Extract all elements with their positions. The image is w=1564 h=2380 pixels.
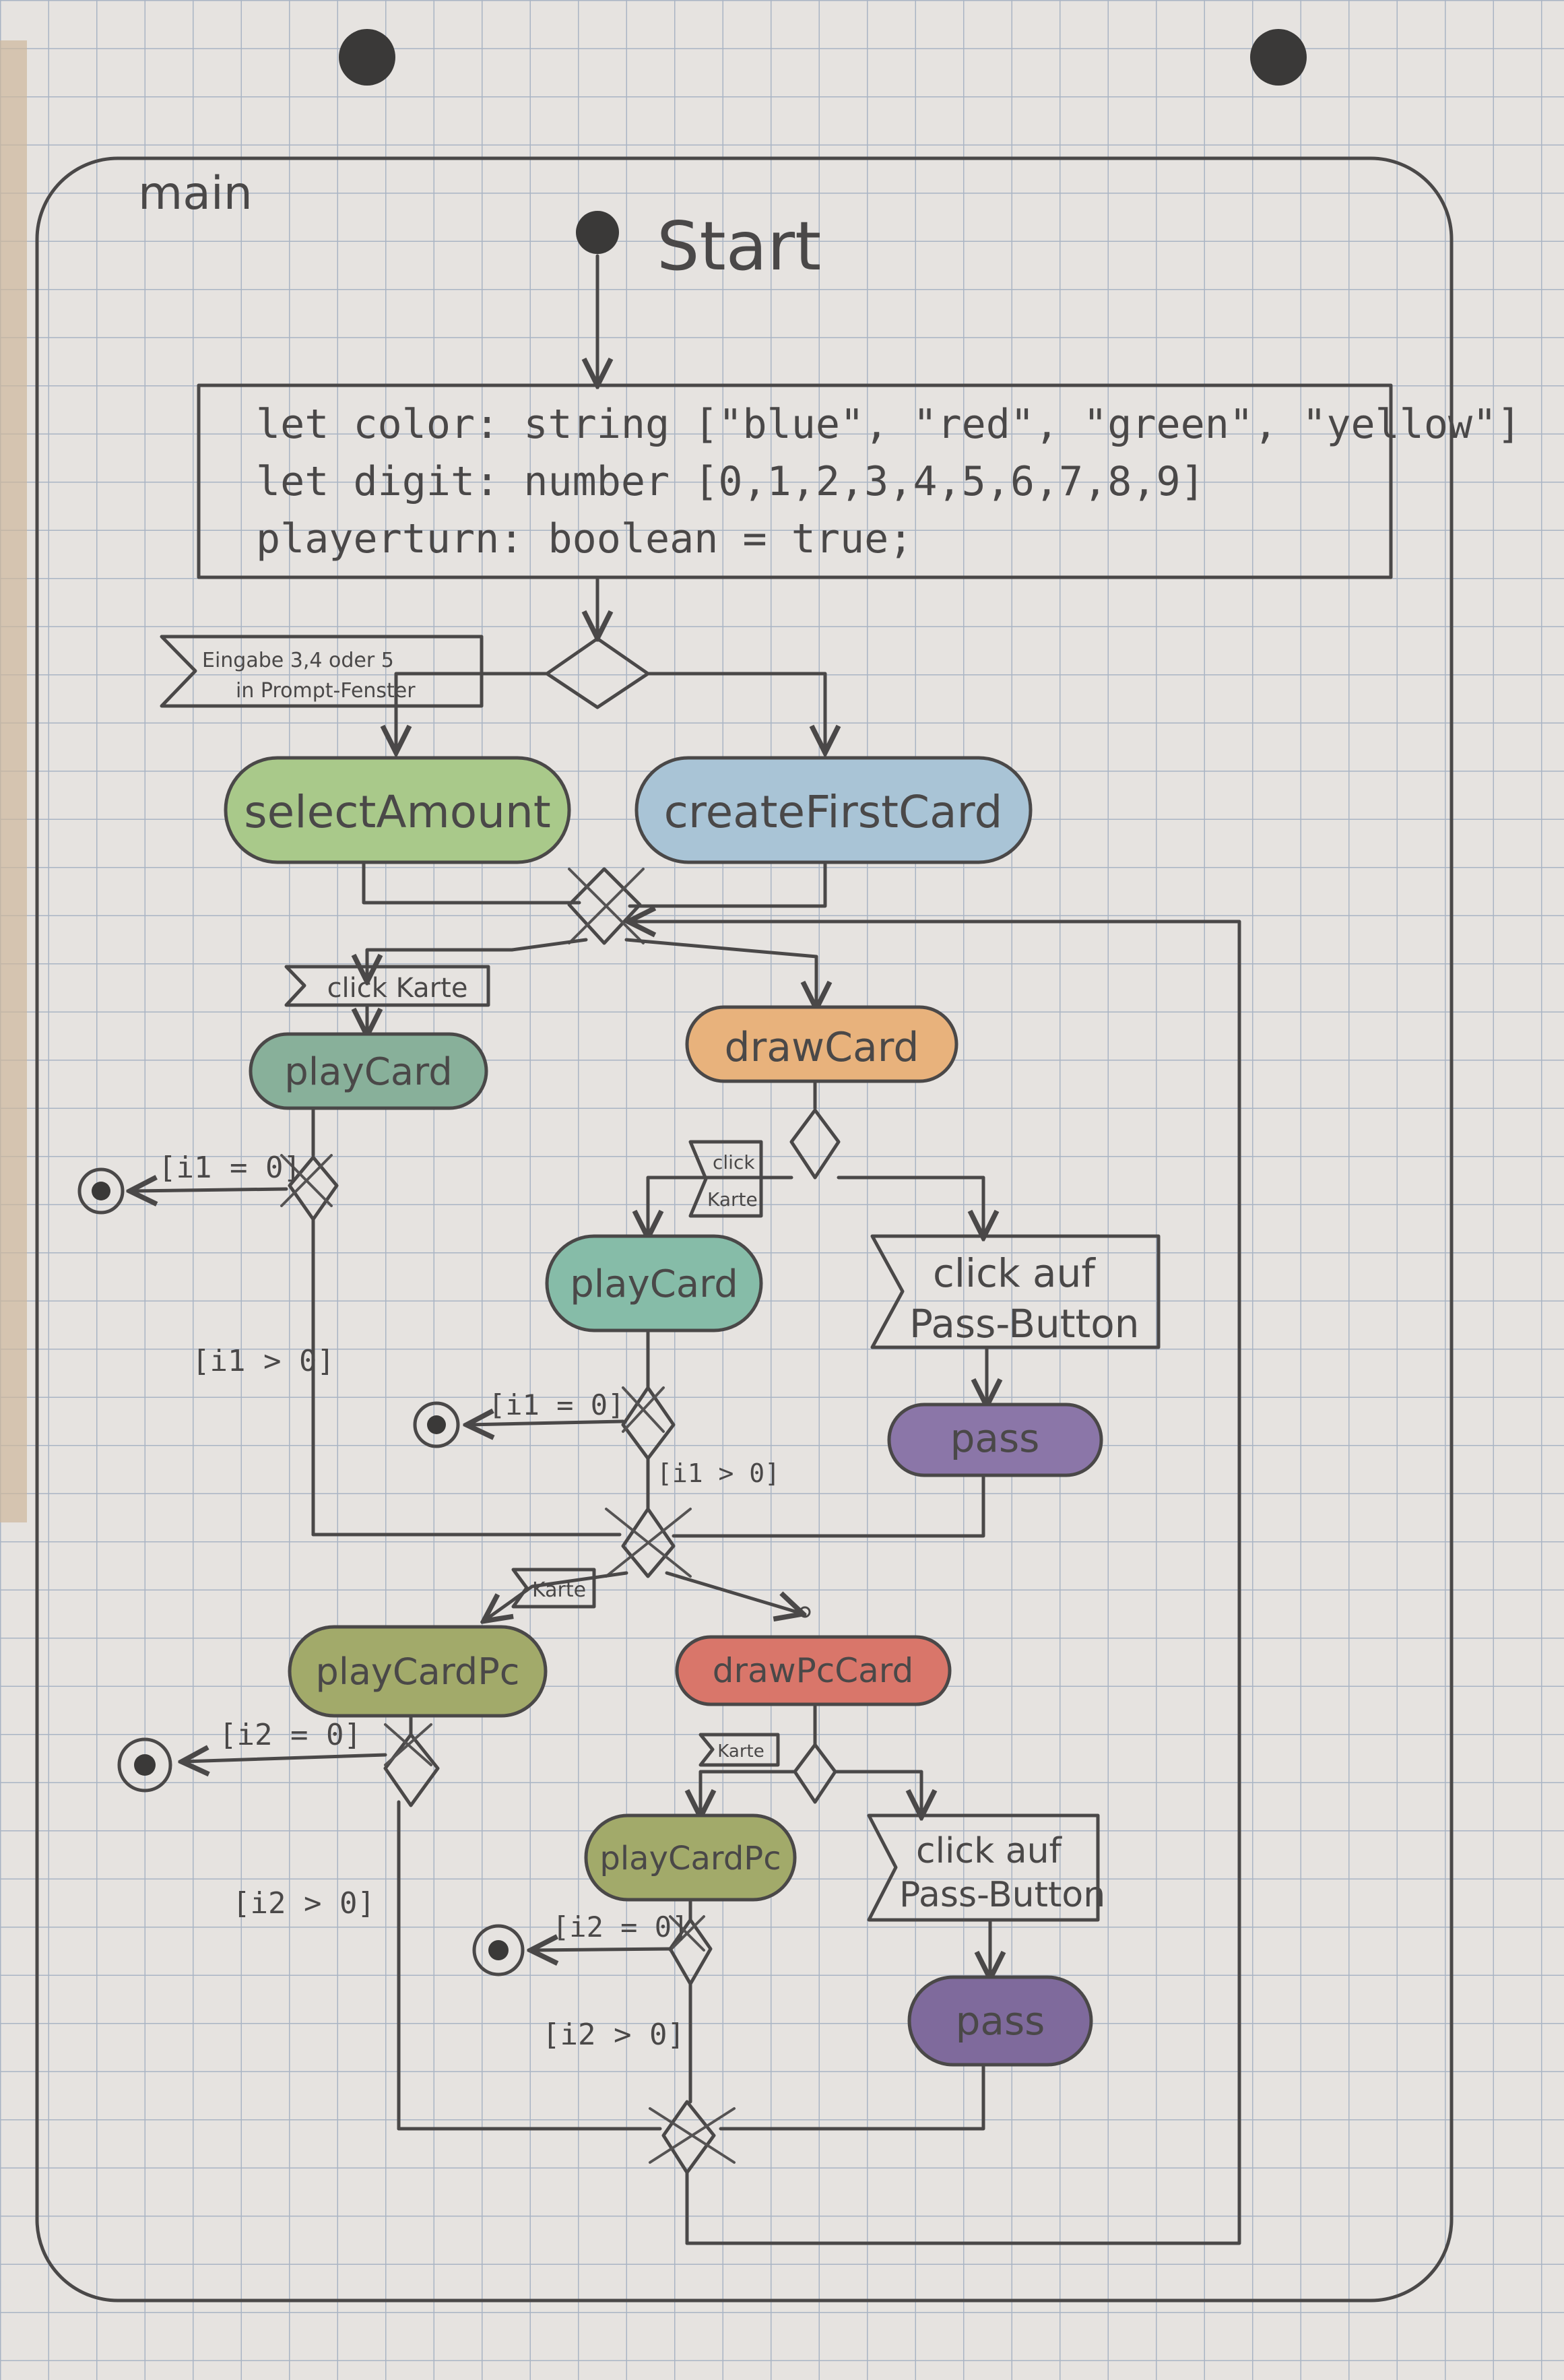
guard-1-zero: [i1 = 0] [158,1151,301,1185]
final-node-4 [472,1924,525,1976]
action-play-card-pc-2-label: playCardPc [599,1840,781,1877]
action-pass-1 [887,1403,1103,1477]
signal-karte-2 [511,1568,596,1609]
flow-decision8-left [700,1770,797,1815]
action-play-card-2-label: playCard [570,1262,738,1306]
signal-input-prompt [160,635,484,708]
signal-click-pass-1-b: Pass-Button [909,1301,1140,1347]
action-play-card-pc-1-label: playCardPc [316,1650,520,1693]
signal-click-pass-2-b: Pass-Button [899,1875,1105,1915]
signal-click-pass-2-a: click auf [916,1831,1063,1871]
guard-2-zero: [i1 = 0] [488,1388,624,1421]
merge-node-2 [567,867,642,945]
init-block [197,383,1393,579]
signal-karte-3 [698,1733,780,1767]
action-create-first-card-label: createFirstCard [664,786,1003,838]
signal-click-card-small-2: Karte [707,1188,758,1211]
guard-3-gt: [i2 > 0] [232,1886,375,1921]
guard-3-zero: [i2 = 0] [219,1718,362,1752]
decision-8 [793,1743,837,1804]
signal-input-prompt-line2: in Prompt-Fenster [236,679,416,703]
final-node-2 [413,1401,460,1448]
init-line-1: let color: string ["blue", "red", "green… [256,401,1521,448]
action-play-card-pc-2 [584,1813,797,1902]
flow-decision3-to-final [131,1189,288,1191]
connector-dot [799,1606,811,1618]
decision-7-cross-b [384,1723,432,1766]
main-frame [35,156,1454,2303]
decision-4 [789,1108,841,1180]
action-create-first-card [634,756,1033,864]
signal-click-pass-1-a: click auf [933,1250,1096,1296]
flow-select-to-merge [362,862,581,905]
decision-5-cross-b [622,1386,665,1433]
action-draw-pc-card-label: drawPcCard [713,1651,913,1690]
flow-pass1-to-merge [672,1475,985,1538]
punch-hole-left [339,29,395,86]
signal-click-pass-2 [867,1813,1100,1922]
flow-merge6-right [665,1571,802,1613]
frame-label: main [138,167,253,220]
flow-decision5-to-final [468,1421,625,1425]
signal-click-pass-1 [870,1234,1161,1349]
action-draw-card-label: drawCard [725,1024,919,1071]
flow-decision1-left [396,672,549,751]
decision-3-cross-b [280,1154,333,1207]
flow-decision4-left [648,1176,793,1236]
action-play-card-1-label: playCard [284,1050,453,1094]
action-draw-pc-card [675,1635,952,1706]
flow-create-to-merge [628,862,827,908]
action-pass-1-label: pass [950,1415,1040,1461]
flow-decision9-to-final [532,1949,672,1950]
flow-decision8-right [833,1770,921,1815]
final-node-3 [117,1737,172,1793]
init-line-3: playerturn: boolean = true; [256,515,913,562]
desk-left-edge [0,40,27,1522]
decision-1 [545,637,650,709]
action-play-card-pc-1 [288,1625,548,1718]
action-pass-2-label: pass [956,1998,1045,2044]
signal-karte-3-label: Karte [717,1741,764,1762]
flow-loop-back [630,922,1241,2245]
init-line-2: let digit: number [0,1,2,3,4,5,6,7,8,9] [256,458,1205,505]
action-draw-card [685,1005,958,1083]
initial-node [576,211,619,254]
flow-decision7-to-final [183,1755,387,1762]
flow-decision1-right [646,672,825,751]
guard-4-zero: [i2 = 0] [552,1910,688,1943]
guard-2-gt: [i1 > 0] [657,1458,780,1488]
signal-click-card-small [688,1140,763,1218]
guard-4-gt: [i2 > 0] [542,2018,685,2052]
flow-pass2-to-merge10 [719,2065,985,2131]
flow-merge2-right [624,938,816,1007]
signal-click-card-small-1: click [713,1151,755,1173]
action-select-amount-label: selectAmount [244,786,550,838]
merge-10-cross-b [649,2107,736,2164]
guard-1-gt: [i1 > 0] [192,1344,335,1378]
decision-9-cross-b [669,1915,705,1952]
merge-2-cross-b [568,868,645,944]
signal-karte-2-label: Karte [532,1578,586,1602]
action-play-card-2 [545,1234,763,1332]
merge-6-cross-b [605,1508,692,1578]
merge-node-6 [621,1507,676,1578]
action-select-amount [224,756,571,864]
action-play-card-1 [249,1032,488,1110]
action-pass-2 [907,1975,1093,2067]
signal-click-card [284,965,490,1007]
start-label: Start [657,207,821,286]
signal-input-prompt-line1: Eingabe 3,4 oder 5 [202,649,394,672]
flow-decision4-right [837,1176,983,1236]
final-node-1 [77,1167,125,1215]
punch-hole-right [1250,29,1307,86]
signal-click-card-label: click Karte [327,973,468,1004]
